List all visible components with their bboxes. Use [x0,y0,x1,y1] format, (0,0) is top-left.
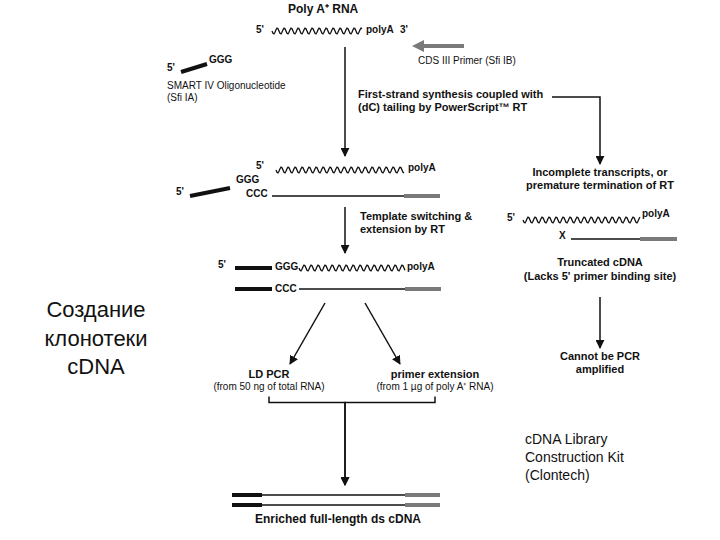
smart-oligo [181,64,207,72]
method-name: primer extension [355,368,515,381]
primer-arrowhead [412,40,424,52]
step-text: Incomplete transcripts, or premature ter… [505,166,695,193]
stop-mark: X [559,230,566,242]
end-label: 5' [167,62,175,74]
product-label: Enriched full-length ds cDNA [228,512,448,527]
cds-anchor [405,493,440,497]
flow-arrow [290,303,325,364]
sequence-label: CCC [275,283,297,295]
kit-note: cDNA Library Construction Kit (Clontech) [525,430,655,485]
end-label: 5' [507,212,515,224]
molecule-title: Poly A⁺ RNA [288,2,358,17]
smart-oligo [235,287,272,291]
result-label: Cannot be PCR amplified [550,350,650,377]
method-label: primer extension(from 1 µg of poly A⁺ RN… [355,368,515,394]
end-label: 5' [218,259,226,271]
cds-primer [423,44,464,48]
rna-strand [299,265,405,271]
step-label: First-strand synthesis coupled with (dC)… [358,88,548,115]
end-label: 5' [256,24,264,36]
sequence-label: GGG [275,261,298,273]
smart-oligo [235,266,272,270]
cds-primer [640,237,677,241]
cds-primer [405,287,441,291]
switched-template: 5' GGG polyA CCC [215,255,447,297]
tail-label: polyA [366,24,394,36]
sequence-label: GGG [236,174,259,186]
tail-label: polyA [408,162,436,174]
sequence-label: GGG [209,54,232,66]
flow-arrow [345,397,435,485]
truncated-cdna [571,238,640,240]
step-label: Incomplete transcripts, or premature ter… [505,166,695,193]
rna-strand [276,167,404,173]
method-note: (from 1 µg of poly A⁺ RNA) [355,381,515,393]
cds-anchor [405,503,440,507]
rna-cdna-hybrid: 5' polyA 5' GGG CCC [172,158,452,204]
tail-label: polyA [642,208,670,220]
cdna-strand [272,195,404,197]
cdna-strand [262,504,405,506]
sequence-label: CCC [246,188,268,200]
step-label: Template switching & extension by RT [360,210,478,237]
ds-cdna-product: Enriched full-length ds cDNA [228,488,448,532]
end-label: 5' [256,160,264,172]
smart-anchor [232,503,262,507]
method-label: LD PCR(from 50 ng of total RNA) [190,368,348,394]
primer-group: CDS III Primer (Sfi IB) [408,38,548,74]
method-note: (from 50 ng of total RNA) [190,381,348,393]
smart-anchor [232,493,262,497]
step-text: Template switching & extension by RT [360,210,478,237]
method-name: LD PCR [190,368,348,381]
molecule-name: Truncated cDNA [505,256,695,269]
smart-oligo [190,188,230,196]
smart-oligo-group: 5' GGG SMART IV Oligonucleotide (Sfi IA) [165,52,300,110]
primer-name: CDS III Primer (Sfi IB) [418,55,516,67]
truncated-molecule: 5' polyA X Truncated cDNA(Lacks 5' primer b… [505,206,695,294]
rna-molecule: Poly A⁺ RNA 5' polyA 3' [252,2,422,44]
oligo-name: SMART IV Oligonucleotide (Sfi IA) [167,80,287,104]
molecule-note: (Lacks 5' primer binding site) [505,270,695,283]
flow-arrow [599,297,601,348]
cdna-strand [262,494,405,496]
tail-label: polyA [407,261,435,273]
end-label: 3' [400,24,408,36]
rna-strand [523,217,640,223]
rna-strand [272,28,362,34]
flow-arrow [365,303,400,364]
cdna-strand [299,288,405,290]
slide-title: Создание клонотеки cDNA [20,296,172,382]
step-text: First-strand synthesis coupled with (dC)… [358,88,548,115]
flow-arrow [344,47,346,156]
cds-primer [404,194,440,198]
flow-arrow [344,207,346,253]
flow-arrow [552,97,600,164]
result-text: Cannot be PCR amplified [550,350,650,377]
end-label: 5' [176,186,184,198]
flow-arrow [269,397,345,485]
